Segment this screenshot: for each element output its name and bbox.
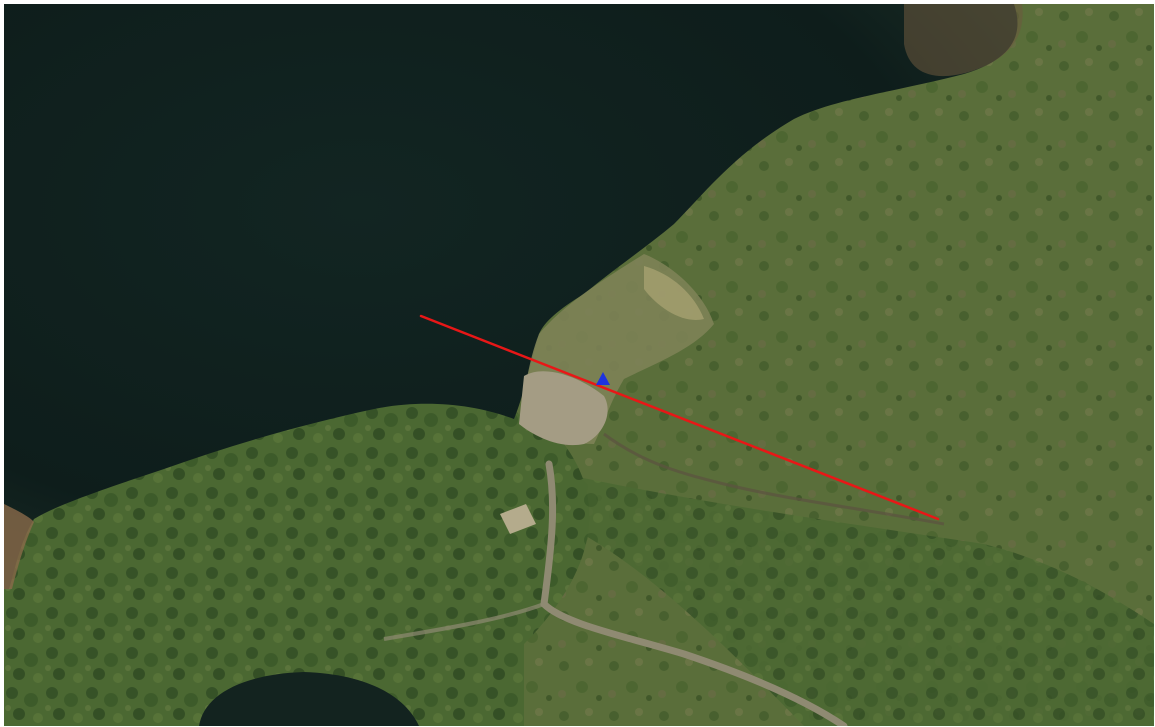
lake <box>4 4 1018 589</box>
shore-shallows <box>904 4 1023 77</box>
stream <box>603 432 945 526</box>
shore-shallows-west <box>4 504 34 589</box>
dam-rubble <box>519 371 608 446</box>
gravel-road-branch <box>383 602 545 641</box>
small-lake <box>199 672 419 726</box>
forest-area-east <box>564 474 1154 726</box>
map-canvas <box>4 4 1154 726</box>
profile-line[interactable] <box>419 314 940 521</box>
clearing <box>644 266 704 320</box>
forest-area <box>4 398 590 726</box>
gravel-pad <box>500 504 536 534</box>
point-marker-triangle-icon[interactable] <box>596 372 610 385</box>
aerial-map[interactable] <box>4 4 1154 726</box>
gravel-road <box>540 460 848 726</box>
